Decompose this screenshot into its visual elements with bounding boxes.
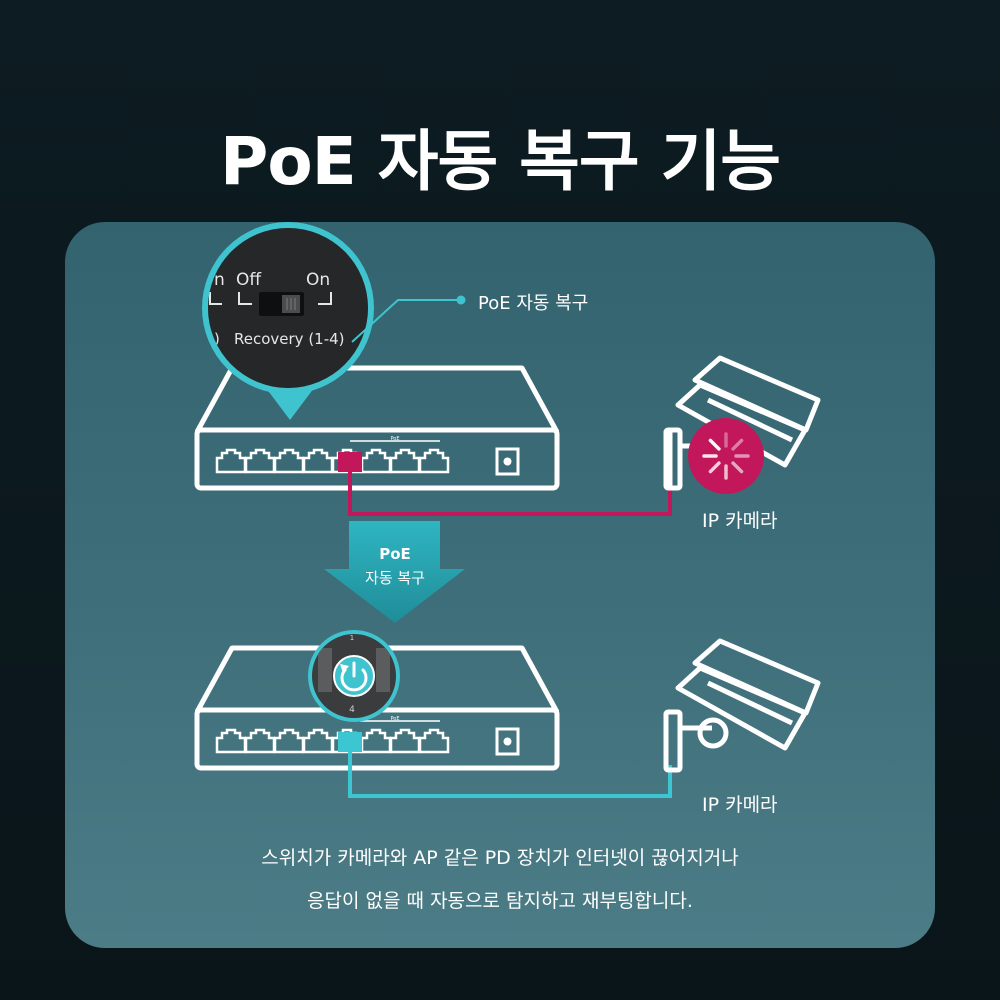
fault-indicator-circle xyxy=(688,418,764,494)
description-line-2: 응답이 없을 때 자동으로 탐지하고 재부팅합니다. xyxy=(307,890,693,912)
recovery-arrow xyxy=(324,521,465,623)
switch-ports xyxy=(215,728,450,754)
rj45-port-icon xyxy=(418,728,450,754)
spinner-tick xyxy=(731,461,744,474)
ip-camera-bottom xyxy=(663,638,821,773)
zoom-on-label: On xyxy=(306,270,330,290)
page-title: PoE 자동 복구 기능 xyxy=(219,123,781,200)
svg-text:PoE: PoE xyxy=(390,716,399,722)
callout-leader xyxy=(351,299,460,343)
rj45-port-icon xyxy=(244,448,276,474)
rj45-port-icon xyxy=(360,728,392,754)
rj45-port-icon xyxy=(215,728,247,754)
rj45-port-icon xyxy=(215,448,247,474)
rj45-port-icon xyxy=(302,728,334,754)
restart-zoom: 4 1 xyxy=(308,630,400,722)
spinner-tick xyxy=(708,438,721,451)
faulted-cable xyxy=(348,472,672,516)
recovered-port xyxy=(338,732,362,752)
svg-text:1: 1 xyxy=(350,634,354,642)
camera-label-bottom: IP 카메라 xyxy=(702,794,778,816)
switch-top: PoE xyxy=(194,365,560,491)
rj45-port-icon xyxy=(302,448,334,474)
switch-ports xyxy=(215,448,450,474)
rj45-port-icon xyxy=(360,448,392,474)
zoom-recovery-label: Recovery (1-4) xyxy=(234,330,345,348)
rj45-port-icon xyxy=(389,728,421,754)
zoom-off-label: Off xyxy=(236,270,262,290)
rj45-port-icon xyxy=(389,448,421,474)
arrow-label-line2: 자동 복구 xyxy=(365,569,425,587)
rj45-port-icon xyxy=(273,728,305,754)
arrow-label-line1: PoE xyxy=(379,545,411,563)
rj45-port-icon xyxy=(244,728,276,754)
callout-dot xyxy=(456,295,466,305)
camera-label-top: IP 카메라 xyxy=(702,510,778,532)
description-line-1: 스위치가 카메라와 AP 같은 PD 장치가 인터넷이 끊어지거나 xyxy=(261,847,739,869)
svg-text:PoE: PoE xyxy=(390,436,399,442)
power-restart-icon xyxy=(340,661,368,692)
zoom-partial-recovery: ) xyxy=(214,330,220,348)
rj45-port-icon xyxy=(418,448,450,474)
loading-spinner-icon xyxy=(702,432,750,480)
callout-label: PoE 자동 복구 xyxy=(478,293,589,314)
svg-text:4: 4 xyxy=(349,705,355,715)
dip-switch-zoom: n Off On ) Recovery (1-4) xyxy=(202,222,374,420)
spinner-tick xyxy=(731,438,744,451)
spinner-tick xyxy=(708,461,721,474)
recovered-cable xyxy=(348,752,672,798)
faulted-port xyxy=(338,452,362,472)
zoom-partial-left: n xyxy=(214,270,225,290)
rj45-port-icon xyxy=(273,448,305,474)
